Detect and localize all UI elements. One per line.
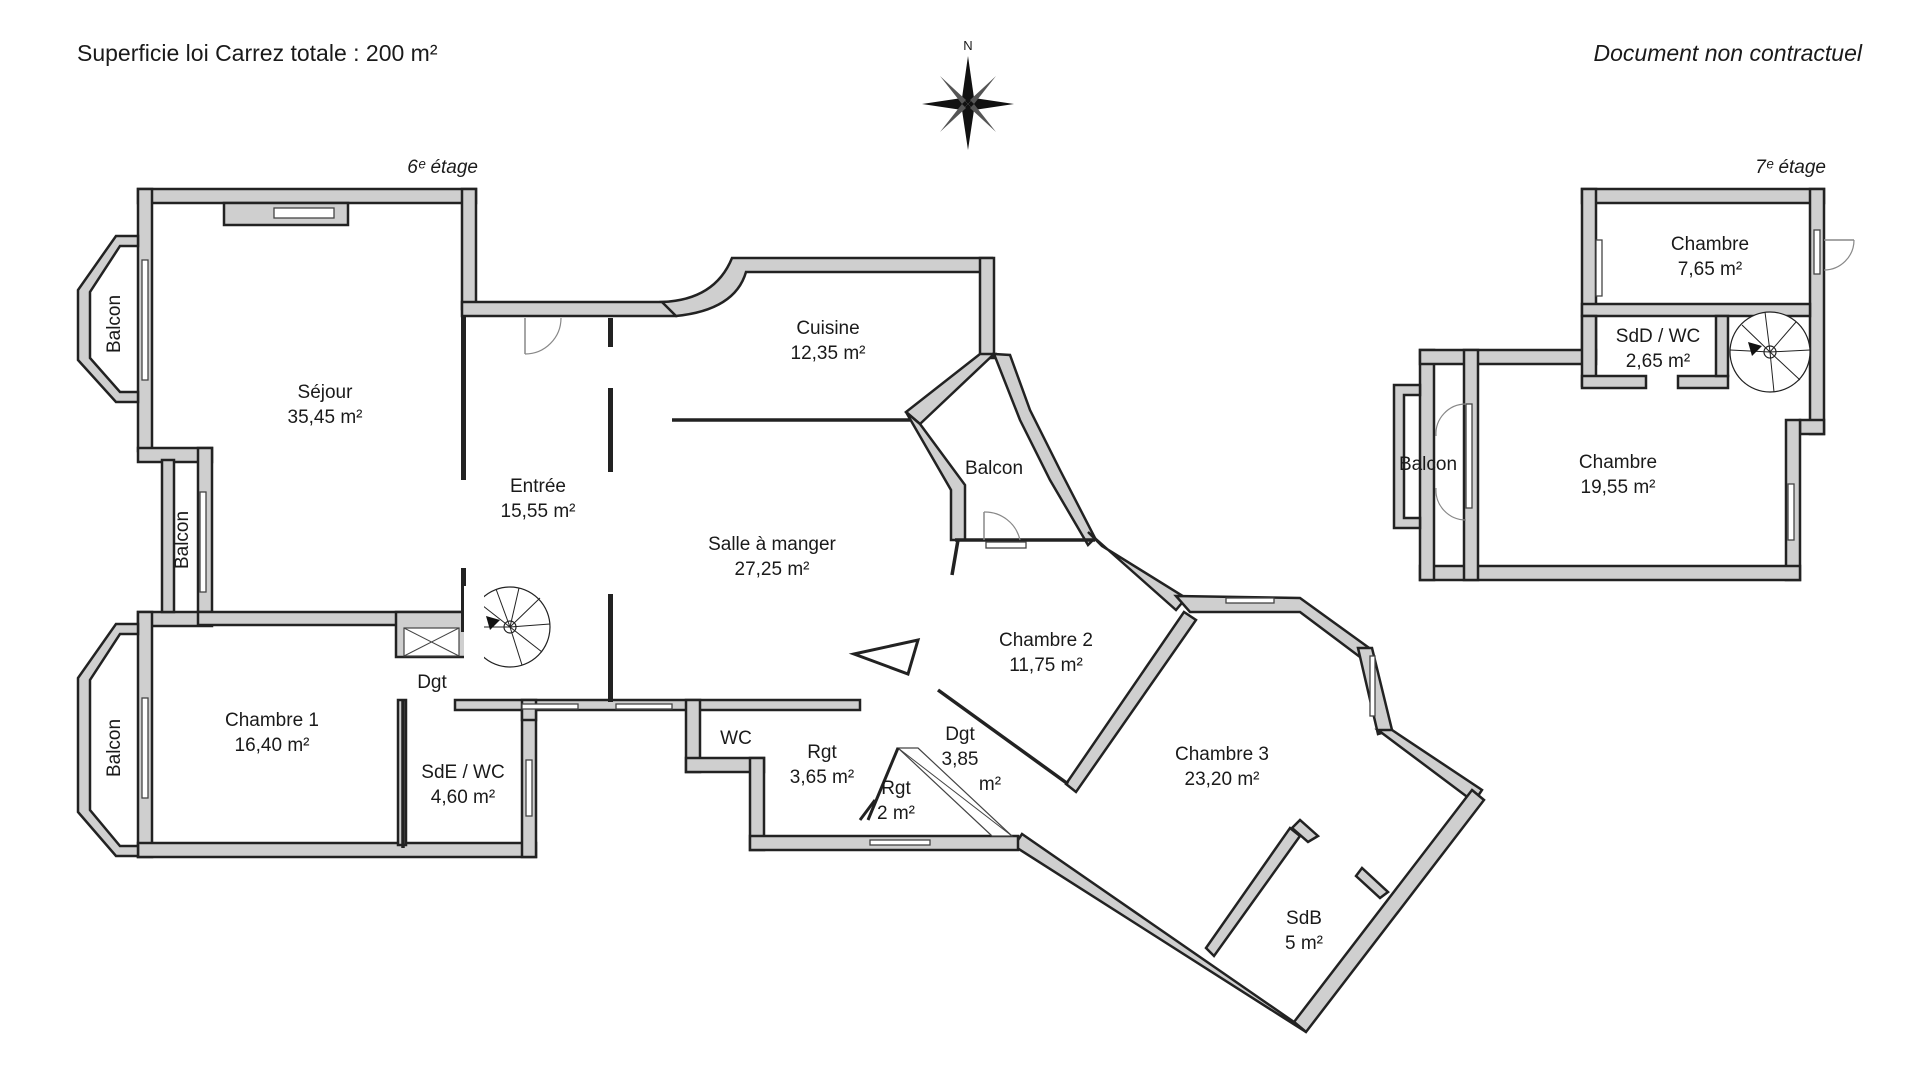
svg-text:Chambre 3: Chambre 3 (1175, 744, 1269, 765)
compass-north-label: N (963, 38, 972, 53)
room-entree: Entrée 15,55 m² (501, 476, 576, 522)
room-balcon-top: Balcon (104, 295, 125, 353)
spiral-staircase-7f-icon (1729, 311, 1811, 393)
floor6-windows (141, 207, 1376, 846)
svg-text:Rgt: Rgt (807, 742, 837, 763)
room-chambre-1: Chambre 1 16,40 m² (225, 710, 319, 756)
room-f7-sdd-wc: SdD / WC 2,65 m² (1616, 326, 1700, 372)
room-sde-wc: SdE / WC 4,60 m² (421, 762, 504, 808)
room-f7-chambre-large: Chambre 19,55 m² (1579, 452, 1657, 498)
svg-text:Balcon: Balcon (172, 511, 193, 569)
svg-text:12,35 m²: 12,35 m² (791, 343, 866, 364)
svg-text:Salle à manger: Salle à manger (708, 534, 836, 555)
room-wc: WC (720, 728, 752, 749)
disclaimer-label: Document non contractuel (1593, 40, 1863, 66)
svg-text:Balcon: Balcon (965, 458, 1023, 479)
room-dgt-1: Dgt (417, 672, 447, 693)
floor6-doors (524, 317, 1021, 541)
room-balcon-center: Balcon (965, 458, 1023, 479)
total-area-label: Superficie loi Carrez totale : 200 m² (77, 40, 438, 66)
svg-text:2,65 m²: 2,65 m² (1626, 351, 1690, 372)
svg-text:Chambre: Chambre (1579, 452, 1657, 473)
room-balcon-bottom: Balcon (104, 719, 125, 777)
floor7-windows (1465, 229, 1821, 541)
svg-text:15,55 m²: 15,55 m² (501, 501, 576, 522)
svg-text:2 m²: 2 m² (877, 803, 915, 824)
floor7-walls (1392, 187, 1826, 582)
room-rgt-2: Rgt 2 m² (877, 778, 915, 824)
svg-text:Chambre 2: Chambre 2 (999, 630, 1093, 651)
svg-text:Balcon: Balcon (1399, 454, 1457, 475)
room-f7-chambre-small: Chambre 7,65 m² (1671, 234, 1749, 280)
svg-text:SdE / WC: SdE / WC (421, 762, 504, 783)
room-chambre-3: Chambre 3 23,20 m² (1175, 744, 1269, 790)
svg-text:SdB: SdB (1286, 908, 1322, 929)
svg-text:16,40 m²: 16,40 m² (235, 735, 310, 756)
room-sdb: SdB 5 m² (1285, 908, 1323, 954)
svg-text:3,65 m²: 3,65 m² (790, 767, 854, 788)
svg-text:27,25 m²: 27,25 m² (735, 559, 810, 580)
svg-text:WC: WC (720, 728, 752, 749)
svg-text:Cuisine: Cuisine (796, 318, 859, 339)
svg-text:m²: m² (979, 774, 1001, 795)
svg-text:5 m²: 5 m² (1285, 933, 1323, 954)
svg-text:7,65 m²: 7,65 m² (1678, 259, 1742, 280)
svg-text:35,45 m²: 35,45 m² (288, 407, 363, 428)
svg-text:Entrée: Entrée (510, 476, 566, 497)
spiral-staircase-6f-icon (464, 586, 551, 668)
room-f7-balcon: Balcon (1399, 454, 1457, 475)
room-balcon-mid: Balcon (172, 511, 193, 569)
svg-text:Dgt: Dgt (417, 672, 447, 693)
floor6-walls (76, 187, 1486, 1034)
room-sejour: Séjour 35,45 m² (288, 382, 363, 428)
svg-text:Chambre 1: Chambre 1 (225, 710, 319, 731)
svg-text:Chambre: Chambre (1671, 234, 1749, 255)
room-rgt-1: Rgt 3,65 m² (790, 742, 854, 788)
svg-text:Rgt: Rgt (881, 778, 911, 799)
floor6-label: 6ᵉ étage (407, 157, 478, 178)
svg-text:Balcon: Balcon (104, 295, 125, 353)
room-salle-a-manger: Salle à manger 27,25 m² (708, 534, 836, 580)
svg-text:SdD / WC: SdD / WC (1616, 326, 1700, 347)
svg-text:23,20 m²: 23,20 m² (1185, 769, 1260, 790)
svg-text:Dgt: Dgt (945, 724, 975, 745)
svg-text:Séjour: Séjour (298, 382, 354, 403)
room-cuisine: Cuisine 12,35 m² (791, 318, 866, 364)
floor7-doors (1435, 239, 1855, 521)
room-dgt-2: Dgt 3,85 m² (942, 724, 1002, 795)
svg-text:4,60 m²: 4,60 m² (431, 787, 495, 808)
svg-text:3,85: 3,85 (942, 749, 979, 770)
svg-text:19,55 m²: 19,55 m² (1581, 477, 1656, 498)
compass-rose-icon: N (922, 38, 1014, 150)
floor7-label: 7ᵉ étage (1755, 157, 1826, 178)
svg-text:11,75 m²: 11,75 m² (1009, 655, 1083, 676)
room-chambre-2: Chambre 2 11,75 m² (999, 630, 1093, 676)
svg-text:Balcon: Balcon (104, 719, 125, 777)
